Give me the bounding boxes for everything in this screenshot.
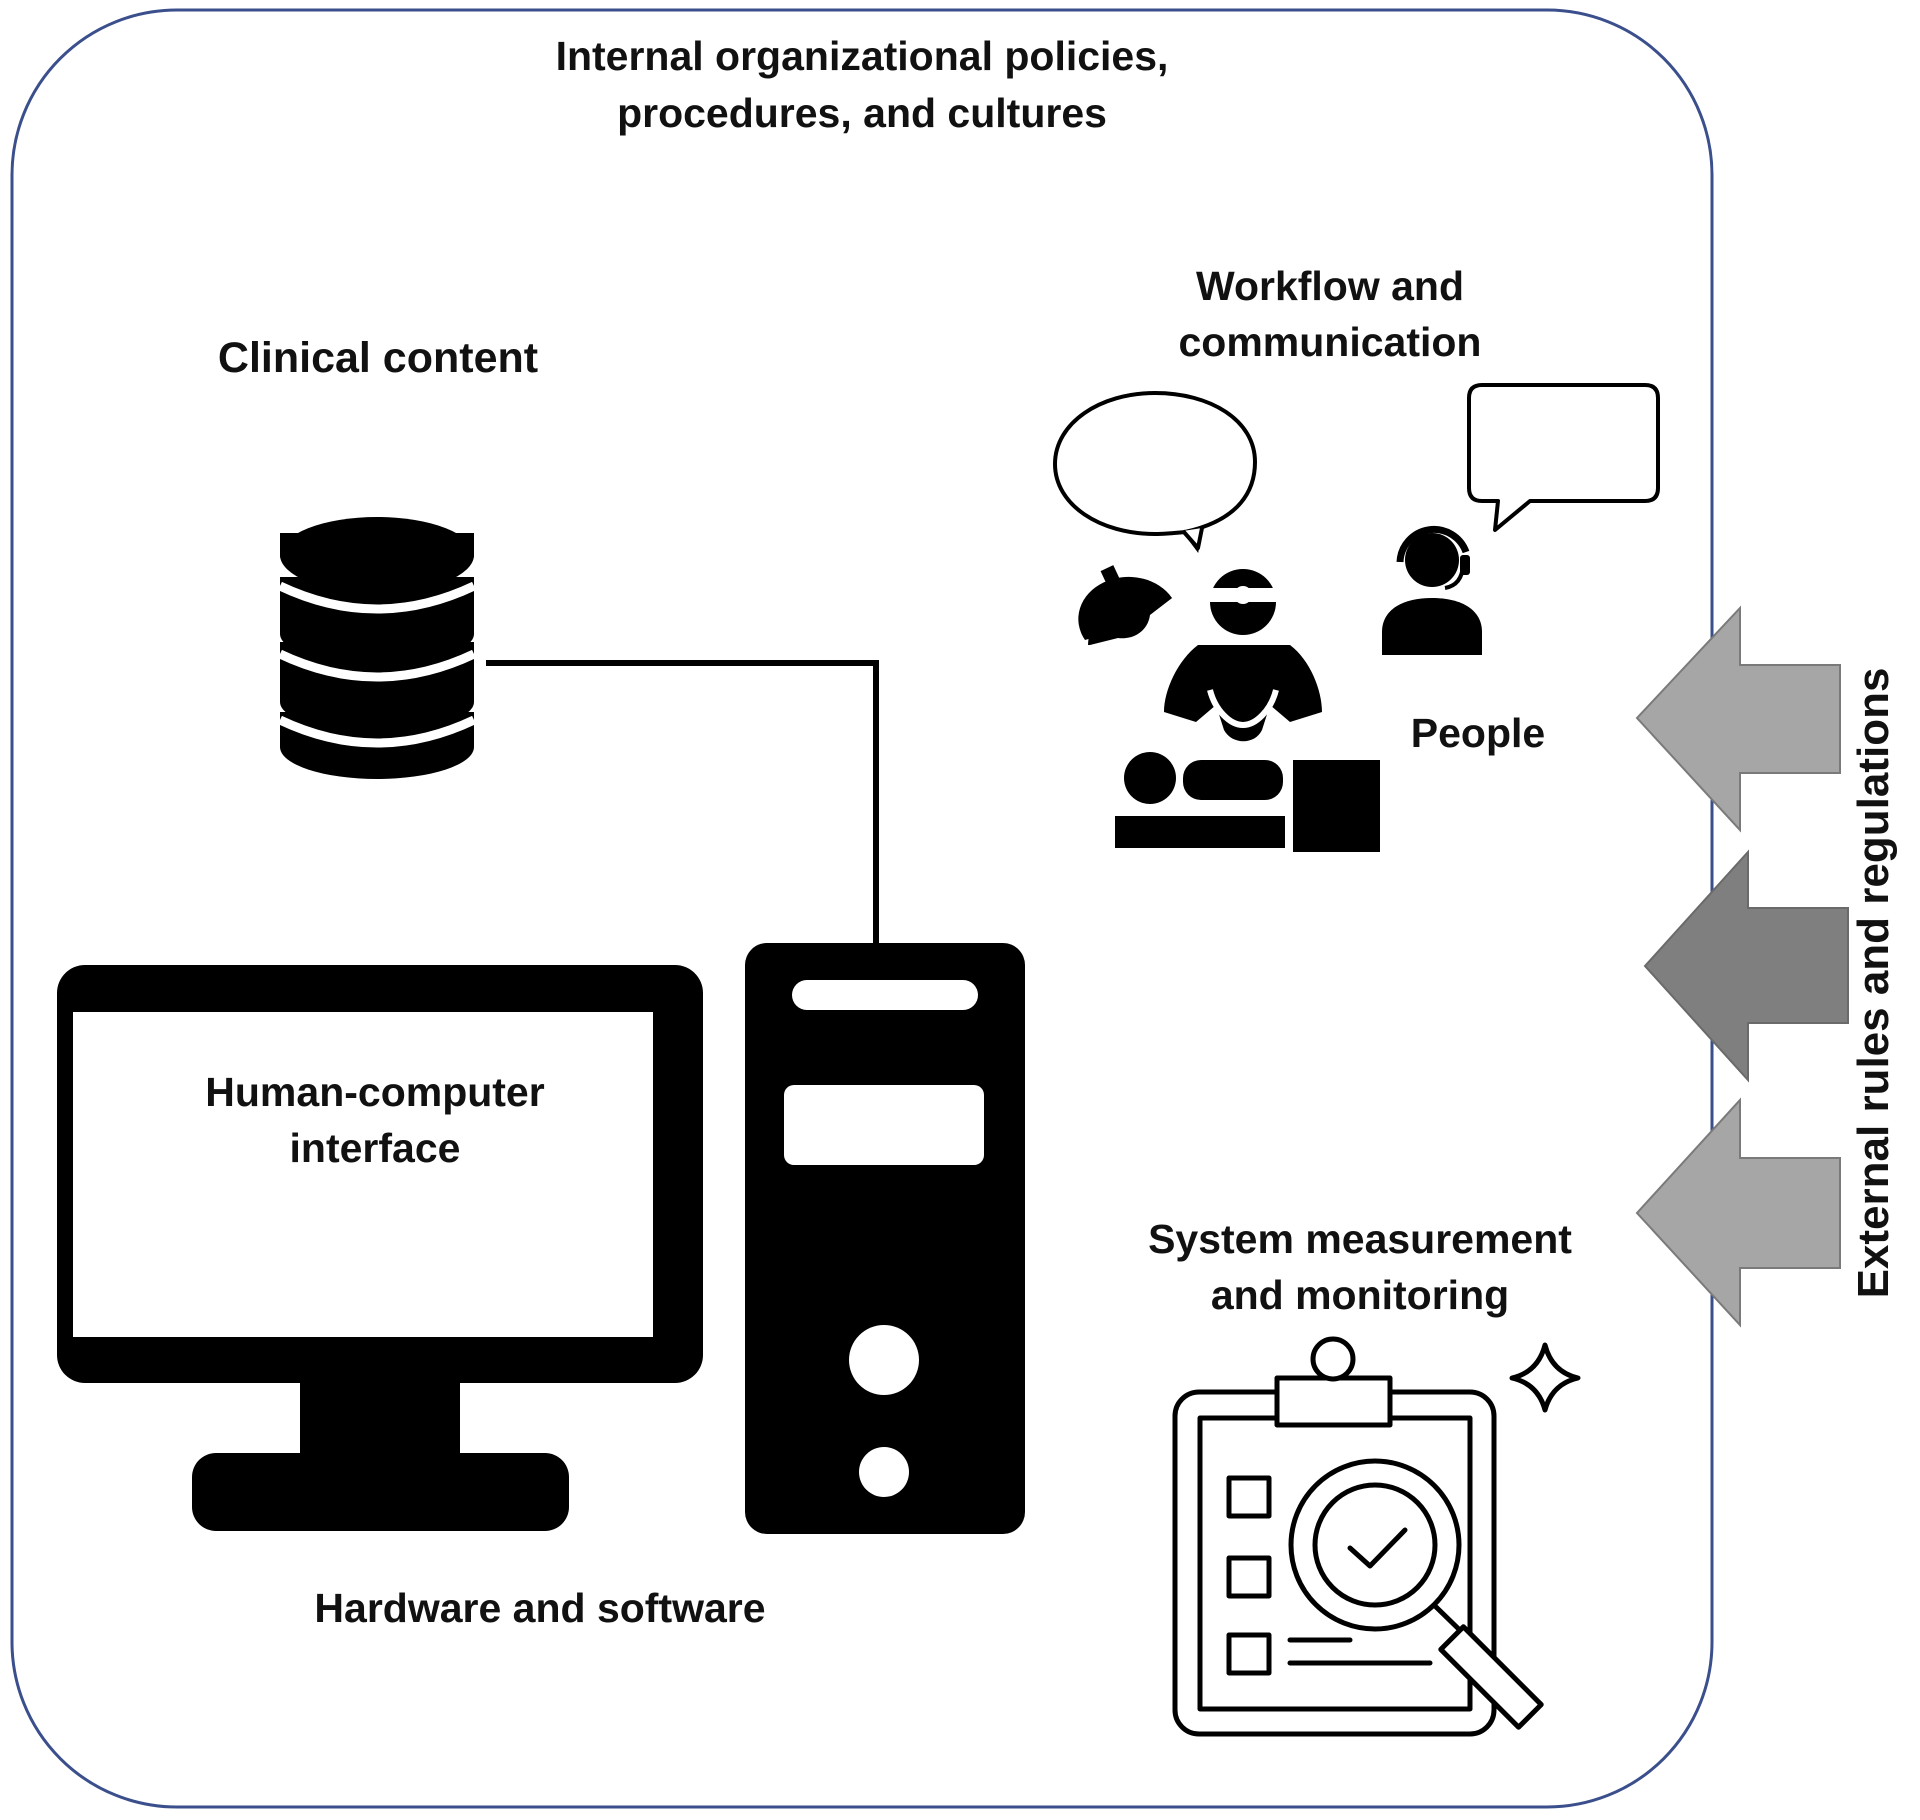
monitor-icon [57, 965, 703, 1531]
system-measurement-label-line2: and monitoring [1211, 1272, 1509, 1318]
external-arrow-top [1635, 605, 1841, 833]
hci-label-line2: interface [290, 1125, 461, 1171]
external-arrow-bottom [1635, 1097, 1841, 1328]
clinical-content-label: Clinical content [218, 334, 538, 382]
speech-bubble-icon [1467, 383, 1660, 532]
surgeon-icon [1078, 565, 1380, 852]
hci-label-line1: Human-computer [205, 1069, 544, 1115]
hardware-software-label: Hardware and software [314, 1585, 765, 1631]
database-icon [278, 517, 476, 779]
clipboard-magnifier-icon [1172, 1336, 1544, 1737]
internal-policies-label-line1: Internal organizational policies, [556, 33, 1169, 79]
operator-headset-icon [1382, 525, 1482, 655]
system-measurement-label-line1: System measurement [1148, 1216, 1572, 1262]
workflow-label-line2: communication [1179, 319, 1482, 365]
external-rules-label: External rules and regulations [1849, 668, 1898, 1299]
internal-policies-label-line2: procedures, and cultures [617, 90, 1107, 136]
computer-tower-icon [745, 943, 1025, 1534]
workflow-label-line1: Workflow and [1196, 263, 1464, 309]
connector-line [486, 660, 879, 945]
external-arrow-middle [1643, 849, 1849, 1083]
sparkle-icon [1509, 1342, 1581, 1413]
people-label: People [1411, 710, 1545, 756]
